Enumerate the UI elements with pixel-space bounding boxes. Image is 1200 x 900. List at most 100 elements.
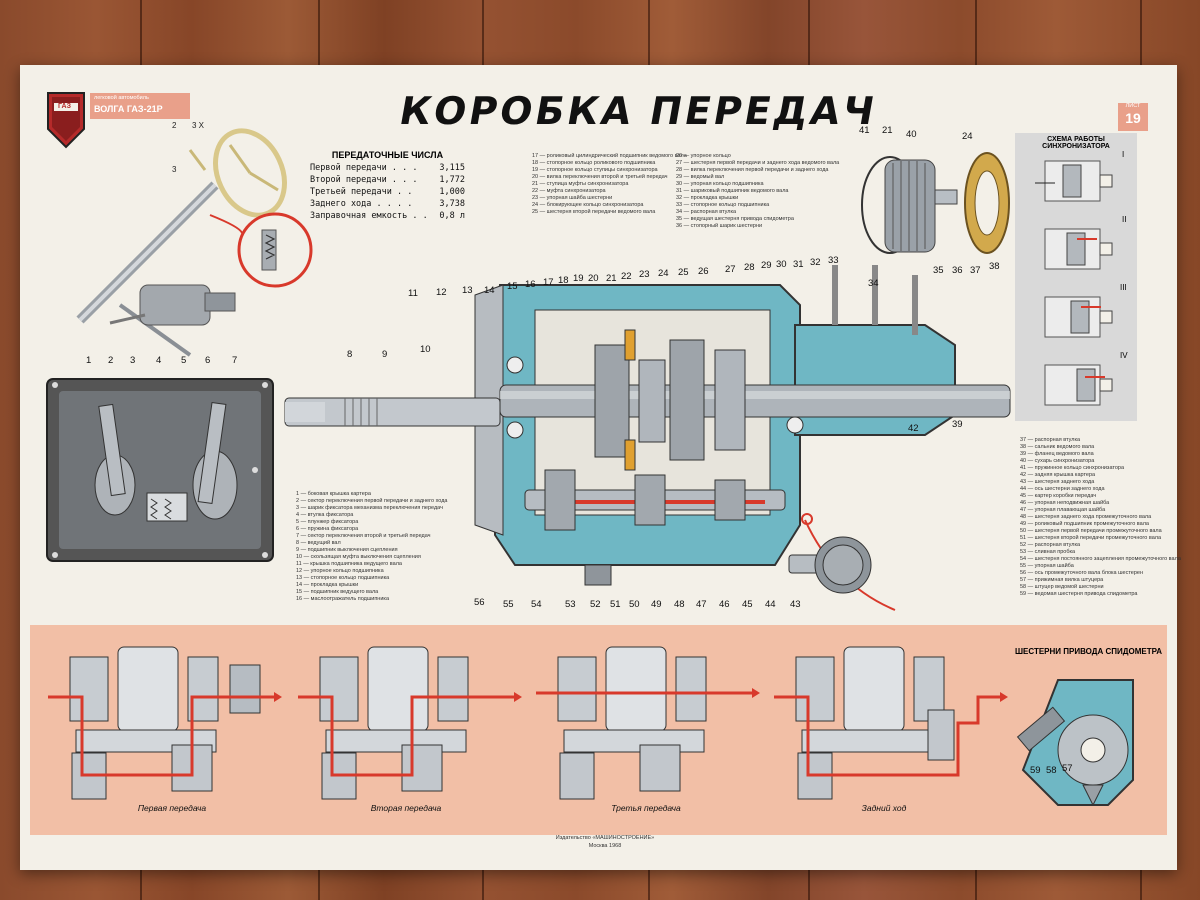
sync-step [1044, 296, 1113, 338]
ratio-label: Третьей передачи . . [310, 187, 413, 197]
legend-item: 46 — упорная неподвижная шайба [1020, 500, 1110, 506]
legend-item: 10 — скользящая муфта выключения сцеплен… [296, 554, 421, 560]
legend-item: 32 — прокладка крышки [676, 195, 739, 201]
publisher-line1: Издательство «МАШИНОСТРОЕНИЕ» [555, 835, 655, 841]
sync-step [1044, 228, 1113, 270]
part-num-36: 36 [952, 265, 963, 276]
sync-step-label: III [1120, 283, 1127, 292]
legend-item: 7 — сектор переключения второй и третьей… [296, 533, 431, 539]
legend-item: 56 — ось промежуточного вала блока шесте… [1020, 570, 1144, 576]
legend-item: 14 — прокладка крышки [296, 582, 359, 588]
sync-step-label: IV [1120, 351, 1128, 360]
legend-top-a: 17 — роликовый цилиндрический подшипник … [532, 153, 687, 216]
shift-label-3: 3 [172, 165, 177, 174]
gear-caption-reverse: Задний ход [861, 803, 907, 813]
part-num-48: 48 [674, 599, 685, 610]
ratio-row: Заднего хода . . . .3,738 [310, 198, 465, 210]
legend-item: 21 — ступица муфты синхронизатора [532, 181, 629, 187]
part-num-37: 37 [970, 265, 981, 276]
legend-item: 12 — упорное кольцо подшипника [296, 568, 384, 574]
ratios-heading: ПЕРЕДАТОЧНЫЕ ЧИСЛА [331, 150, 444, 160]
part-num-11: 11 [408, 288, 418, 299]
part-num-56: 56 [474, 597, 485, 608]
sync-step [1035, 160, 1113, 202]
gear-caption-second: Вторая передача [370, 803, 442, 813]
part-num-9: 9 [382, 349, 388, 360]
ratio-label: Первой передачи . . . [310, 163, 418, 173]
part-num-17: 17 [543, 277, 554, 288]
sync-step-label: I [1122, 150, 1125, 159]
part-num-38: 38 [989, 261, 1000, 272]
part-num-47: 47 [696, 599, 707, 610]
part-num-5: 5 [181, 355, 187, 366]
part-num-43: 43 [790, 599, 801, 610]
gear-diagram-first [48, 646, 282, 800]
ratio-label: Второй передачи . . . [310, 175, 418, 185]
legend-item: 1 — боковая крышка картера [296, 491, 371, 497]
part-num-54: 54 [531, 599, 542, 610]
legend-item: 19 — стопорное кольцо ступицы синхрониза… [532, 167, 658, 173]
legend-item: 50 — шестерня первой передачи промежуточ… [1020, 528, 1162, 534]
ratio-row: Заправочная емкость . .0,8 л [310, 210, 465, 222]
poster-title: КОРОБКА ПЕРЕДАЧ [396, 89, 881, 133]
gear-diagram-third [536, 646, 760, 800]
gaz-logo: ГАЗ [46, 89, 86, 154]
legend-item: 44 — ось шестерни заднего хода [1020, 486, 1105, 492]
logo-text: ГАЗ [58, 103, 71, 110]
part-num-44: 44 [765, 599, 776, 610]
side-cover-illustration [46, 378, 274, 562]
legend-item: 33 — стопорное кольцо подшипника [676, 202, 770, 208]
part-num-25: 25 [678, 267, 689, 278]
part-num-49: 49 [651, 599, 662, 610]
legend-item: 24 — блокирующее кольцо синхронизатора [532, 202, 644, 208]
sheet-badge: ЛИСТ 19 [1118, 103, 1148, 131]
part-num-52: 52 [590, 599, 601, 610]
legend-item: 49 — роликовый подшипник промежуточного … [1020, 521, 1149, 527]
ratios-block: ПЕРЕДАТОЧНЫЕ ЧИСЛА Первой передачи . . .… [310, 150, 465, 222]
sheet-label: ЛИСТ [1125, 103, 1141, 109]
sync-steps-drawing [1035, 160, 1113, 406]
part-num-24: 24 [962, 131, 973, 142]
reverse-idler-gear [788, 536, 872, 594]
ratio-value: 3,738 [439, 199, 465, 209]
part-num-30: 30 [776, 259, 787, 270]
legend-item: 53 — сливная пробка [1020, 549, 1076, 555]
legend-item: 51 — шестерня второй передачи промежуточ… [1020, 535, 1162, 541]
part-num-39: 39 [952, 419, 963, 430]
part-num-10: 10 [420, 344, 431, 355]
part-num-24: 24 [658, 268, 669, 279]
speedo-label-57: 57 [1062, 763, 1073, 774]
legend-item: 38 — сальник ведомого вала [1020, 444, 1095, 450]
legend-item: 18 — стопорное кольцо роликового подшипн… [532, 160, 656, 166]
gear-caption-first: Первая передача [137, 803, 207, 813]
part-num-50: 50 [629, 599, 640, 610]
part-num-14: 14 [484, 285, 495, 296]
legend-left: 1 — боковая крышка картера 2 — сектор пе… [296, 491, 448, 603]
part-num-40: 40 [906, 129, 917, 140]
part-num-18: 18 [558, 275, 569, 286]
legend-item: 11 — крышка подшипника ведущего вала [296, 561, 402, 567]
sync-step-label: II [1122, 215, 1127, 224]
poster: ГАЗ легковой автомобиль ВОЛГА ГАЗ-21Р КО… [20, 65, 1181, 870]
part-num-27: 27 [725, 264, 736, 275]
part-num-1: 1 [86, 355, 92, 366]
legend-item: 4 — втулка фиксатора [296, 512, 354, 518]
legend-item: 3 — шарик фиксатора механизма переключен… [296, 505, 443, 511]
column-gearbox-icon [109, 284, 236, 326]
part-num-26: 26 [698, 266, 709, 277]
gear-diagram-second [298, 646, 522, 800]
part-num-8: 8 [347, 349, 353, 360]
gear-flow-band: Первая передача Вторая передача Третья п… [30, 625, 1167, 835]
legend-item: 47 — упорная плавающая шайба [1020, 507, 1106, 513]
legend-item: 20 — вилка переключения второй и третьей… [532, 174, 668, 180]
part-num-3: 3 [130, 355, 136, 366]
shifter-illustration [76, 128, 313, 357]
part-num-32: 32 [810, 257, 821, 268]
legend-item: 59 — ведомая шестерня привода спидометра [1020, 591, 1138, 597]
gearbox-cross-section [284, 265, 1011, 611]
brand-block: легковой автомобиль ВОЛГА ГАЗ-21Р [90, 93, 190, 119]
part-num-42: 42 [908, 423, 919, 434]
part-num-12: 12 [436, 287, 447, 298]
part-num-41: 41 [859, 125, 870, 136]
legend-right: 37 — распорная втулка 38 — сальник ведом… [1020, 437, 1181, 598]
